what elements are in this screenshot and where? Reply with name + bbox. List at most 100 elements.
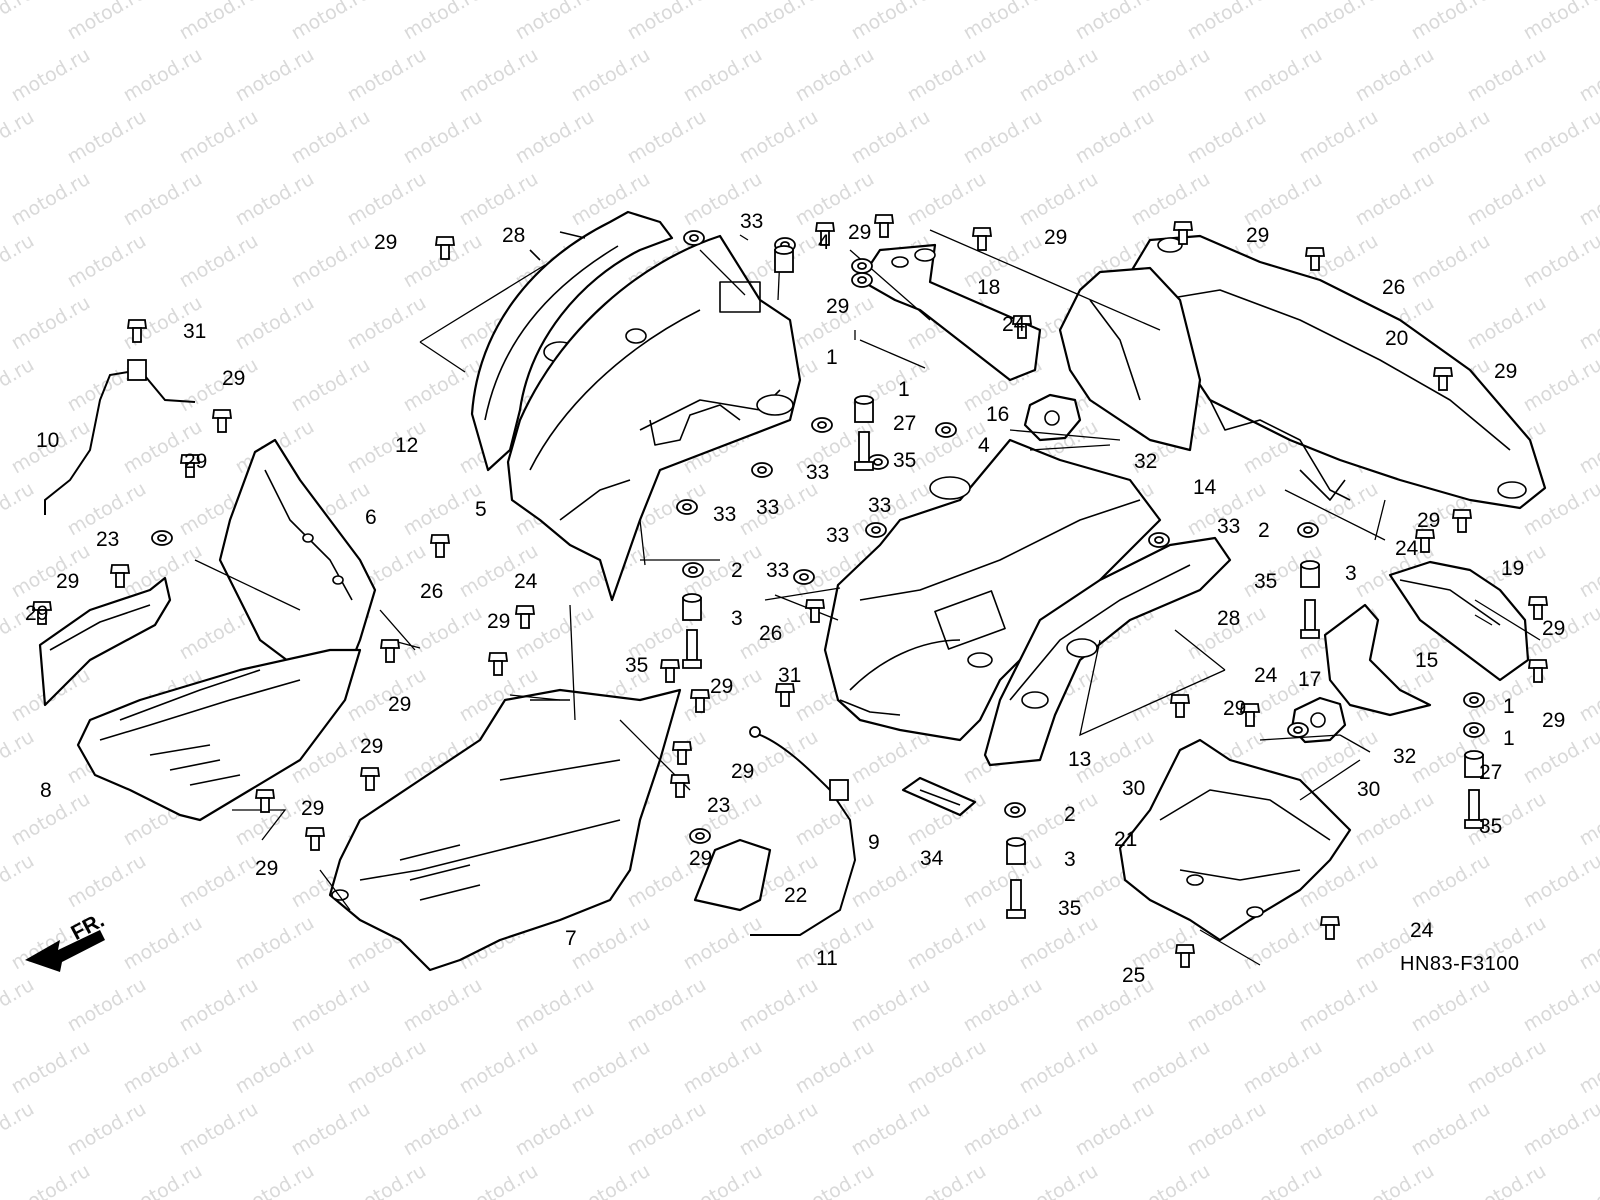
watermark-text: motod.ru bbox=[904, 1036, 990, 1099]
callout-28: 28 bbox=[502, 224, 525, 247]
watermark-text: motod.ru bbox=[1576, 1160, 1600, 1200]
bolt-icon bbox=[671, 741, 693, 765]
watermark-text: motod.ru bbox=[848, 106, 934, 169]
watermark-text: motod.ru bbox=[960, 0, 1046, 44]
part-8-floorboard bbox=[76, 648, 362, 822]
watermark-text: motod.ru bbox=[904, 912, 990, 975]
bolt-icon bbox=[814, 222, 836, 246]
watermark-text: motod.ru bbox=[1240, 1036, 1326, 1099]
watermark-text: motod.ru bbox=[848, 974, 934, 1037]
callout-33: 33 bbox=[756, 496, 779, 519]
watermark-text: motod.ru bbox=[1464, 168, 1550, 231]
watermark-text: motod.ru bbox=[176, 106, 262, 169]
watermark-text: motod.ru bbox=[1016, 912, 1102, 975]
watermark-text: motod.ru bbox=[8, 168, 94, 231]
watermark-text: motod.ru bbox=[736, 1098, 822, 1161]
callout-3: 3 bbox=[1064, 848, 1076, 871]
bolt-icon bbox=[514, 605, 536, 629]
watermark-text: motod.ru bbox=[1128, 168, 1214, 231]
watermark-text: motod.ru bbox=[8, 44, 94, 107]
watermark-text: motod.ru bbox=[904, 168, 990, 231]
callout-29: 29 bbox=[360, 735, 383, 758]
bolt-icon bbox=[873, 214, 895, 238]
watermark-text: motod.ru bbox=[0, 354, 38, 417]
bolt-icon bbox=[1172, 221, 1194, 245]
callout-5: 5 bbox=[475, 498, 487, 521]
callout-29: 29 bbox=[1246, 224, 1269, 247]
watermark-text: motod.ru bbox=[0, 478, 38, 541]
watermark-text: motod.ru bbox=[680, 44, 766, 107]
watermark-text: motod.ru bbox=[288, 354, 374, 417]
watermark-text: motod.ru bbox=[1576, 292, 1600, 355]
bolt-icon bbox=[774, 683, 796, 707]
collar-icon bbox=[854, 395, 874, 423]
watermark-text: motod.ru bbox=[400, 0, 486, 44]
grommet-icon bbox=[676, 499, 698, 515]
watermark-text: motod.ru bbox=[1520, 106, 1600, 169]
watermark-text: motod.ru bbox=[400, 974, 486, 1037]
watermark-text: motod.ru bbox=[1408, 974, 1494, 1037]
collar-icon bbox=[774, 245, 794, 273]
watermark-text: motod.ru bbox=[1296, 1098, 1382, 1161]
watermark-text: motod.ru bbox=[1128, 44, 1214, 107]
watermark-text: motod.ru bbox=[400, 602, 486, 665]
watermark-text: motod.ru bbox=[120, 44, 206, 107]
watermark-text: motod.ru bbox=[456, 168, 542, 231]
grommet-icon bbox=[1463, 692, 1485, 708]
watermark-text: motod.ru bbox=[176, 0, 262, 44]
watermark-text: motod.ru bbox=[1352, 168, 1438, 231]
watermark-text: motod.ru bbox=[960, 974, 1046, 1037]
watermark-text: motod.ru bbox=[512, 1098, 598, 1161]
watermark-text: motod.ru bbox=[1576, 1036, 1600, 1099]
callout-3: 3 bbox=[731, 607, 743, 630]
callout-29: 29 bbox=[1542, 617, 1565, 640]
collar-icon bbox=[1464, 750, 1484, 778]
callout-29: 29 bbox=[1494, 360, 1517, 383]
bolt-icon bbox=[434, 236, 456, 260]
watermark-text: motod.ru bbox=[288, 0, 374, 44]
part-16-cap bbox=[1023, 393, 1082, 442]
watermark-text: motod.ru bbox=[1072, 1098, 1158, 1161]
part-5-left-fender bbox=[506, 234, 802, 602]
part-8-bracket bbox=[38, 576, 172, 707]
watermark-text: motod.ru bbox=[1464, 1036, 1550, 1099]
watermark-text: motod.ru bbox=[904, 1160, 990, 1200]
callout-33: 33 bbox=[740, 210, 763, 233]
callout-24: 24 bbox=[1254, 664, 1278, 687]
callout-28: 28 bbox=[1217, 607, 1240, 630]
bolt-icon bbox=[109, 564, 131, 588]
grommet-icon bbox=[935, 422, 957, 438]
callout-29: 29 bbox=[848, 221, 871, 244]
watermark-text: motod.ru bbox=[1352, 1036, 1438, 1099]
watermark-text: motod.ru bbox=[456, 1160, 542, 1200]
watermark-text: motod.ru bbox=[8, 540, 94, 603]
callout-35: 35 bbox=[625, 654, 648, 677]
callout-25: 25 bbox=[1122, 964, 1145, 987]
callout-24: 24 bbox=[1410, 919, 1434, 942]
callout-9: 9 bbox=[868, 831, 880, 854]
watermark-text: motod.ru bbox=[400, 1098, 486, 1161]
watermark-text: motod.ru bbox=[0, 974, 38, 1037]
watermark-text: motod.ru bbox=[288, 106, 374, 169]
callout-30: 30 bbox=[1122, 777, 1145, 800]
callout-24: 24 bbox=[1395, 537, 1419, 560]
watermark-text: motod.ru bbox=[176, 354, 262, 417]
bolt-icon bbox=[211, 409, 233, 433]
grommet-icon bbox=[151, 530, 173, 546]
callout-1: 1 bbox=[1503, 695, 1515, 718]
watermark-text: motod.ru bbox=[792, 1036, 878, 1099]
callout-4: 4 bbox=[978, 434, 990, 457]
watermark-text: motod.ru bbox=[1016, 1036, 1102, 1099]
callout-24: 24 bbox=[514, 570, 538, 593]
watermark-text: motod.ru bbox=[64, 0, 150, 44]
callout-12: 12 bbox=[395, 434, 418, 457]
watermark-text: motod.ru bbox=[624, 974, 710, 1037]
callout-26: 26 bbox=[1382, 276, 1405, 299]
part-34-strap bbox=[901, 776, 977, 817]
callout-29: 29 bbox=[255, 857, 278, 880]
callout-2: 2 bbox=[1258, 519, 1270, 542]
grommet-icon bbox=[1287, 722, 1309, 738]
long-bolt-icon bbox=[1006, 879, 1026, 919]
callout-29: 29 bbox=[1542, 709, 1565, 732]
watermark-text: motod.ru bbox=[1296, 974, 1382, 1037]
